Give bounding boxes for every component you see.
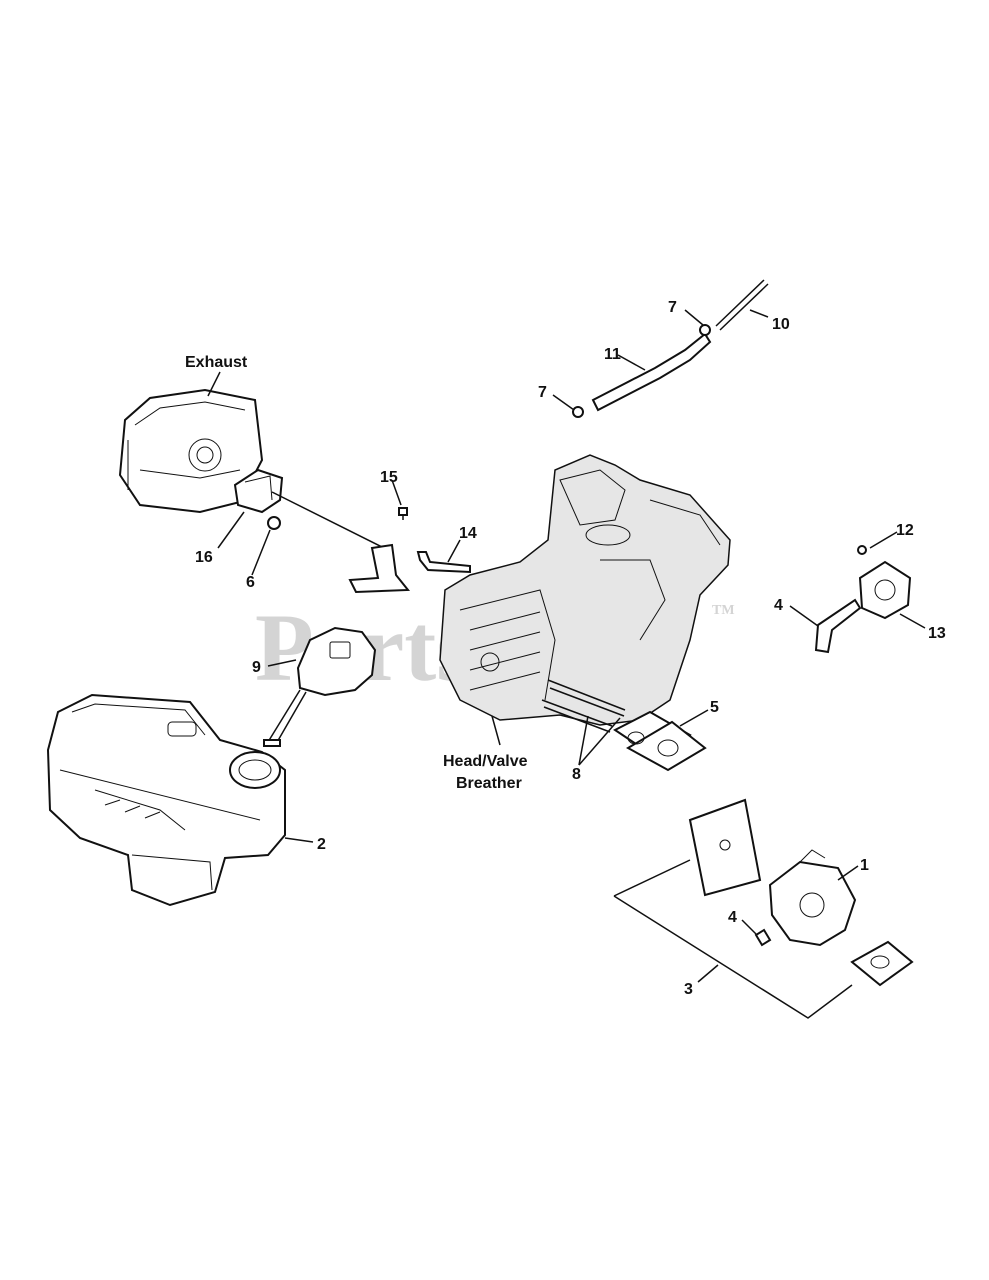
muffler-part — [118, 388, 264, 514]
leader-lines — [207, 309, 926, 983]
fuel-line-10-part — [715, 279, 769, 331]
label-part-7-lower: 7 — [538, 384, 547, 401]
carburetor-part — [613, 798, 914, 1019]
label-part-9: 9 — [252, 659, 261, 676]
label-part-3: 3 — [684, 981, 693, 998]
label-part-10: 10 — [772, 316, 790, 333]
label-part-7-upper: 7 — [668, 299, 677, 316]
label-part-13: 13 — [928, 625, 946, 642]
label-exhaust: Exhaust — [185, 354, 248, 371]
studs-8-part — [541, 679, 626, 733]
label-part-12: 12 — [896, 522, 914, 539]
label-part-16: 16 — [195, 549, 213, 566]
label-part-15: 15 — [380, 469, 398, 486]
label-part-4-pump: 4 — [774, 597, 783, 614]
gasket-5-part — [613, 710, 707, 772]
label-head-valve: Head/Valve — [443, 753, 528, 770]
fuel-cap-part — [263, 626, 377, 747]
label-part-14: 14 — [459, 525, 477, 542]
label-part-1: 1 — [860, 857, 869, 874]
callout-labels: Exhaust Head/Valve Breather 1 2 3 4 4 5 … — [185, 299, 946, 998]
breather-tube-14-part — [416, 551, 471, 574]
watermark-trademark: TM — [712, 603, 735, 618]
label-breather: Breather — [456, 775, 522, 792]
label-part-11: 11 — [604, 346, 621, 363]
label-part-6: 6 — [246, 574, 255, 591]
label-part-8: 8 — [572, 766, 581, 783]
fuel-tank-part — [46, 693, 286, 907]
screw-15-part — [398, 507, 408, 520]
engine-block-part — [439, 454, 731, 726]
label-part-2: 2 — [317, 836, 326, 853]
label-part-4-carb: 4 — [728, 909, 737, 926]
fuel-hose-11-part — [572, 324, 712, 418]
muffler-bracket-part — [233, 468, 411, 594]
label-part-5: 5 — [710, 699, 719, 716]
fuel-pump-13-part — [814, 545, 912, 654]
